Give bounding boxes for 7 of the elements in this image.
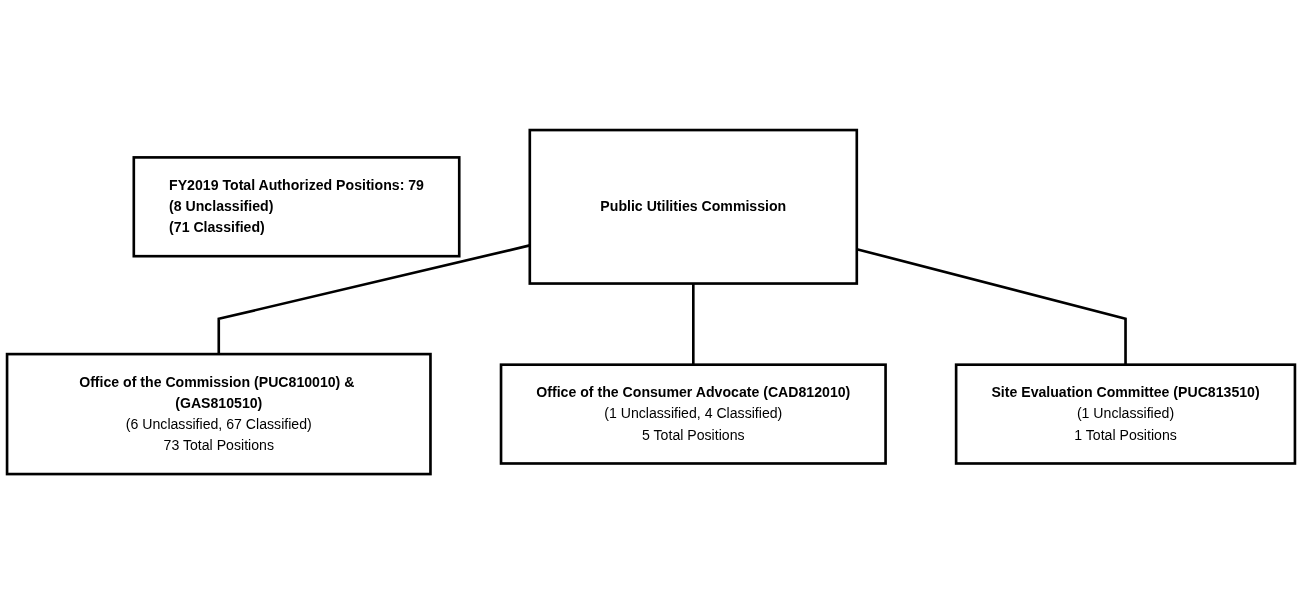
node-box: Site Evaluation Committee (PUC813510) (1 Unclassified) 1 Total Positions	[954, 363, 1297, 466]
connector	[856, 248, 1127, 366]
node-box: Office of the Commission (PUC810010) & (GAS810510) (6 Unclassified, 67 Classified) 73 Total Positions	[5, 353, 432, 476]
connector	[691, 284, 695, 366]
node-box: FY2019 Total Authorized Positions: 79 (8 Unclassified) (71 Classified)	[132, 156, 461, 258]
node-box: Office of the Consumer Advocate (CAD812010) (1 Unclassified, 4 Classified) 5 Total Positions	[499, 363, 887, 466]
node-box: Public Utilities Commission	[528, 129, 859, 286]
